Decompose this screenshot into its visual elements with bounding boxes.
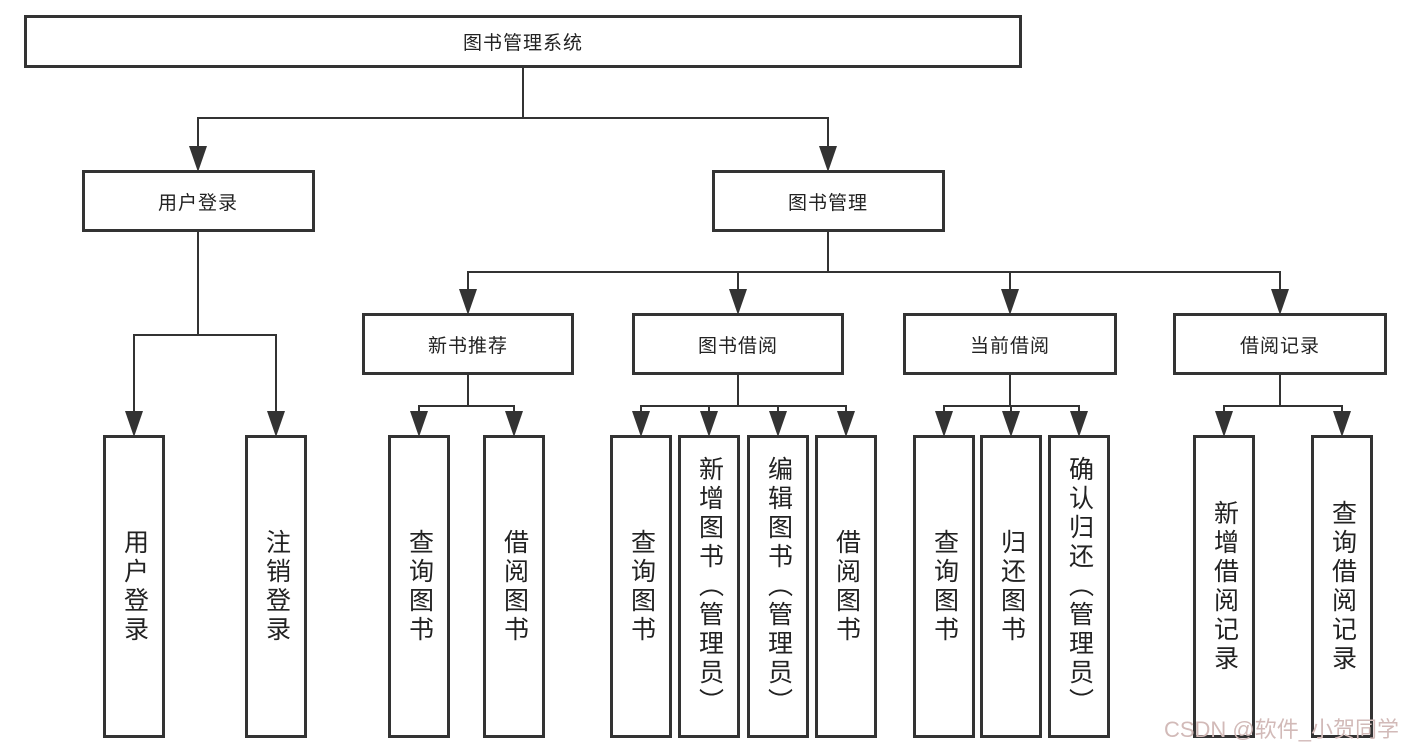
node-leaf-user-login: 用户登录: [103, 435, 165, 738]
edge-drop: [1077, 406, 1081, 415]
node-leaf-query-record: 查询借阅记录: [1311, 435, 1373, 738]
edge-drop: [466, 272, 470, 293]
node-book-mgmt: 图书管理: [711, 170, 945, 232]
arrowhead-down-icon: [1001, 289, 1019, 315]
node-borrow-record: 借阅记录: [1173, 313, 1387, 375]
arrowhead-down-icon: [837, 411, 855, 437]
node-new-book-rec: 新书推荐: [362, 313, 574, 375]
node-label: 图书管理系统: [462, 33, 583, 54]
node-leaf-return-book: 归还图书: [980, 435, 1042, 738]
node-leaf-borrow-book-2: 借阅图书: [815, 435, 877, 738]
edge-stem: [521, 67, 525, 118]
arrowhead-down-icon: [700, 411, 718, 437]
arrowhead-down-icon: [935, 411, 953, 437]
arrowhead-down-icon: [1215, 411, 1233, 437]
node-label: 借阅图书: [500, 528, 529, 645]
arrowhead-down-icon: [125, 411, 143, 437]
edge-drop: [512, 406, 516, 415]
node-label: 用户登录: [157, 192, 238, 214]
edge-stem: [826, 231, 830, 272]
node-leaf-edit-book: 编辑图书（管理员）: [747, 435, 809, 738]
edge-drop: [1222, 406, 1226, 415]
node-label: 用户登录: [120, 528, 149, 645]
arrowhead-down-icon: [267, 411, 285, 437]
edge-rail: [1222, 404, 1344, 408]
edge-drop: [132, 335, 136, 415]
arrowhead-down-icon: [505, 411, 523, 437]
edge-drop: [274, 335, 278, 415]
edge-rail: [132, 333, 278, 337]
edge-drop: [826, 118, 830, 150]
edge-rail: [417, 404, 516, 408]
node-root: 图书管理系统: [24, 15, 1022, 68]
node-label: 图书管理: [787, 192, 868, 214]
edge-drop: [196, 118, 200, 150]
arrowhead-down-icon: [1002, 411, 1020, 437]
node-label: 当前借阅: [969, 335, 1050, 357]
node-label: 注销登录: [262, 528, 291, 645]
node-label: 图书借阅: [697, 335, 778, 357]
arrowhead-down-icon: [632, 411, 650, 437]
edge-stem: [466, 374, 470, 406]
node-leaf-query-book-1: 查询图书: [388, 435, 450, 738]
arrowhead-down-icon: [1333, 411, 1351, 437]
edge-drop: [707, 406, 711, 415]
edge-stem: [1008, 374, 1012, 406]
node-label: 新增图书（管理员）: [695, 456, 724, 717]
edge-rail: [466, 270, 1282, 274]
arrowhead-down-icon: [769, 411, 787, 437]
edge-drop: [844, 406, 848, 415]
node-label: 查询借阅记录: [1328, 499, 1357, 674]
node-user-login: 用户登录: [81, 170, 315, 232]
edge-drop: [417, 406, 421, 415]
arrowhead-down-icon: [1070, 411, 1088, 437]
node-label: 归还图书: [997, 528, 1026, 645]
arrowhead-down-icon: [189, 146, 207, 172]
node-label: 借阅图书: [832, 528, 861, 645]
node-leaf-confirm-return: 确认归还（管理员）: [1048, 435, 1110, 738]
edge-drop: [1009, 406, 1013, 415]
node-current-borrow: 当前借阅: [903, 313, 1117, 375]
node-leaf-add-record: 新增借阅记录: [1193, 435, 1255, 738]
node-label: 新书推荐: [427, 335, 508, 357]
node-label: 查询图书: [930, 528, 959, 645]
edge-stem: [1278, 374, 1282, 406]
node-leaf-query-book-3: 查询图书: [913, 435, 975, 738]
node-leaf-borrow-book-1: 借阅图书: [483, 435, 545, 738]
edge-stem: [736, 374, 740, 406]
edge-drop: [1008, 272, 1012, 293]
node-label: 查询图书: [627, 528, 656, 645]
node-leaf-logout: 注销登录: [245, 435, 307, 738]
edge-drop: [776, 406, 780, 415]
edge-drop: [942, 406, 946, 415]
edge-rail: [196, 116, 830, 120]
node-label: 查询图书: [405, 528, 434, 645]
node-label: 新增借阅记录: [1210, 499, 1239, 674]
arrowhead-down-icon: [410, 411, 428, 437]
node-leaf-add-book: 新增图书（管理员）: [678, 435, 740, 738]
arrowhead-down-icon: [729, 289, 747, 315]
node-leaf-query-book-2: 查询图书: [610, 435, 672, 738]
node-label: 编辑图书（管理员）: [764, 456, 793, 717]
node-label: 确认归还（管理员）: [1065, 456, 1094, 717]
node-label: 借阅记录: [1239, 335, 1320, 357]
node-book-borrow: 图书借阅: [632, 313, 844, 375]
edge-rail: [639, 404, 848, 408]
edge-drop: [639, 406, 643, 415]
arrowhead-down-icon: [1271, 289, 1289, 315]
edge-drop: [736, 272, 740, 293]
edge-stem: [196, 231, 200, 335]
arrowhead-down-icon: [819, 146, 837, 172]
arrowhead-down-icon: [459, 289, 477, 315]
edge-drop: [1340, 406, 1344, 415]
edge-drop: [1278, 272, 1282, 293]
